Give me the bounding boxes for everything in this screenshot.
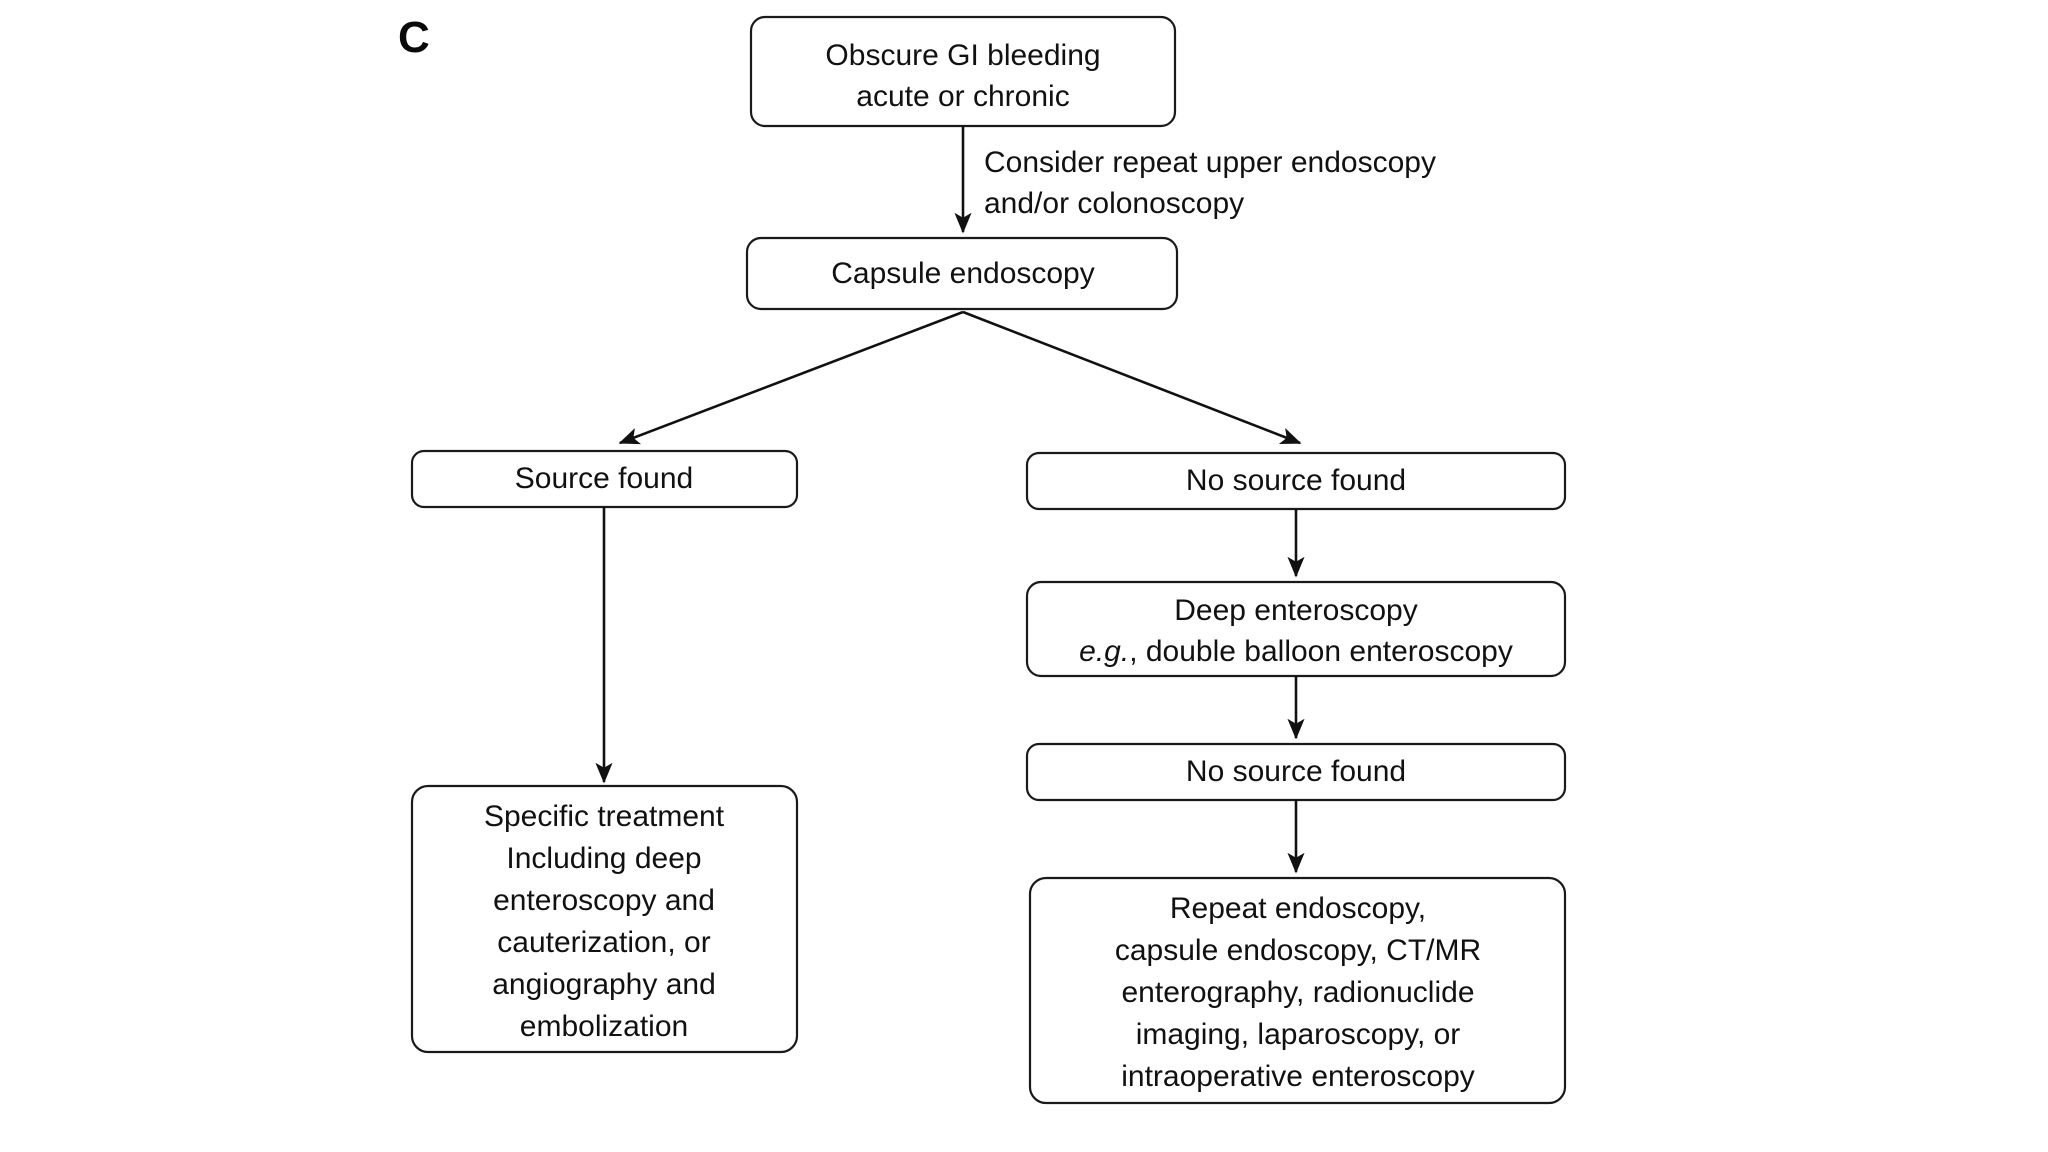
node-repeat-workup-line1: Repeat endoscopy,	[1170, 892, 1426, 925]
node-specific-treatment-line5: angiography and	[492, 968, 716, 1001]
node-deep-enteroscopy: Deep enteroscopy e.g., double balloon en…	[1025, 580, 1567, 678]
edge-label-consider-repeat-line1: Consider repeat upper endoscopy	[984, 146, 1436, 179]
node-repeat-workup-line2: capsule endoscopy, CT/MR	[1115, 934, 1481, 967]
node-specific-treatment-line6: embolization	[520, 1010, 688, 1043]
node-no-source-found-1: No source found	[1025, 451, 1567, 511]
node-specific-treatment: Specific treatment Including deep entero…	[410, 784, 799, 1054]
node-deep-enteroscopy-line2: e.g., double balloon enteroscopy	[1079, 635, 1513, 668]
node-obscure-gi-bleeding: Obscure GI bleeding acute or chronic	[749, 15, 1177, 128]
node-specific-treatment-line3: enteroscopy and	[493, 884, 715, 917]
node-specific-treatment-line1: Specific treatment	[484, 800, 725, 833]
edge-label-consider-repeat-line2: and/or colonoscopy	[984, 187, 1244, 220]
node-deep-enteroscopy-line2-rest: , double balloon enteroscopy	[1129, 635, 1513, 668]
node-specific-treatment-line4: cauterization, or	[497, 926, 710, 959]
node-no-source-found-2: No source found	[1025, 742, 1567, 802]
edge-capsule-to-no-source-found-line	[962, 310, 1302, 445]
node-source-found: Source found	[410, 449, 799, 509]
node-source-found-line1: Source found	[515, 462, 693, 495]
node-capsule-endoscopy-box	[745, 236, 1179, 311]
node-deep-enteroscopy-eg-italic: e.g.	[1079, 635, 1129, 668]
node-repeat-workup-line4: imaging, laparoscopy, or	[1136, 1018, 1461, 1051]
node-deep-enteroscopy-line1: Deep enteroscopy	[1174, 594, 1418, 627]
node-specific-treatment-box	[410, 784, 799, 1054]
node-repeat-workup-line3: enterography, radionuclide	[1121, 976, 1474, 1009]
edge-capsule-to-source-found-line	[618, 310, 964, 445]
node-capsule-endoscopy-line1: Capsule endoscopy	[831, 257, 1095, 290]
node-no-source-found-2-line1: No source found	[1186, 755, 1406, 788]
panel-label-c: C	[398, 13, 430, 62]
edge-capsule-to-no-source-found	[962, 310, 1302, 445]
edge-capsule-to-source-found	[618, 310, 964, 445]
node-obscure-gi-bleeding-line1: Obscure GI bleeding	[825, 39, 1100, 72]
node-repeat-workup-box	[1028, 876, 1567, 1105]
node-capsule-endoscopy: Capsule endoscopy	[745, 236, 1179, 311]
node-obscure-gi-bleeding-line2: acute or chronic	[856, 80, 1069, 113]
node-no-source-found-1-line1: No source found	[1186, 464, 1406, 497]
edge-obscure-to-capsule: Consider repeat upper endoscopy and/or c…	[954, 126, 1436, 234]
node-repeat-workup-line5: intraoperative enteroscopy	[1121, 1060, 1475, 1093]
node-repeat-workup: Repeat endoscopy, capsule endoscopy, CT/…	[1028, 876, 1567, 1105]
node-specific-treatment-line2: Including deep	[506, 842, 701, 875]
